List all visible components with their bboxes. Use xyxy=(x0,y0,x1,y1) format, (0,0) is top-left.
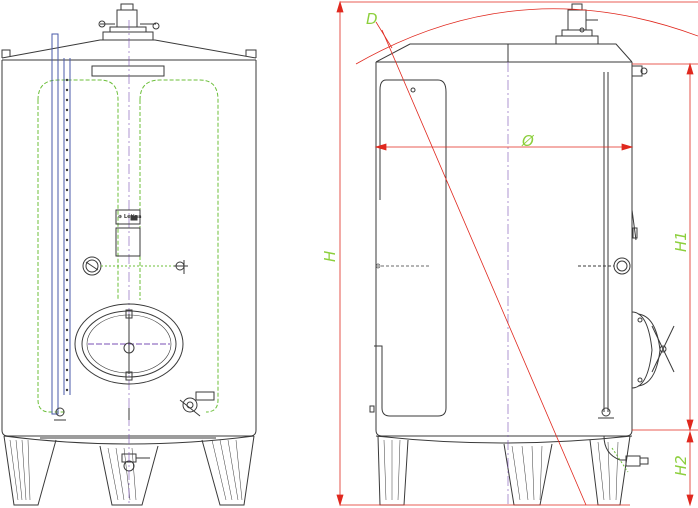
brand-plate-text: ⊕ Letina xyxy=(118,214,142,220)
front-leg-right xyxy=(201,435,255,506)
front-roof-lug-left xyxy=(1,49,11,58)
side-lug-hole xyxy=(640,67,648,75)
side-leg-middle xyxy=(503,443,553,506)
front-leg-middle xyxy=(99,445,159,506)
dim-h2-label: H2 xyxy=(672,455,690,476)
dim-diagonal-label: D xyxy=(366,10,378,28)
side-tank-roof xyxy=(375,43,633,63)
side-tank-shell xyxy=(375,62,633,437)
dim-diameter-label: Ø xyxy=(521,132,535,150)
front-level-gauge xyxy=(51,33,71,415)
side-view xyxy=(369,3,675,506)
front-oval-manhole xyxy=(74,303,184,385)
side-bottom-cone xyxy=(375,435,633,444)
dimension-lines xyxy=(336,0,698,507)
dim-diagonal-line xyxy=(381,29,587,506)
side-bottom-outlet xyxy=(603,435,649,473)
front-name-bracket xyxy=(91,65,165,77)
side-cooling-door xyxy=(374,79,447,417)
dim-height-label: H xyxy=(321,251,339,262)
side-top-manhole xyxy=(555,3,599,45)
side-outlet-stub xyxy=(369,405,375,413)
front-gauge-valve xyxy=(54,407,66,421)
front-cooling-jackets xyxy=(37,79,219,413)
front-leg-hatching xyxy=(9,439,243,501)
front-top-manhole xyxy=(98,3,160,41)
front-drain-valve xyxy=(179,391,215,417)
front-leg-left xyxy=(3,435,57,506)
side-manhole-door xyxy=(631,311,675,389)
front-view: ⊕ Letina xyxy=(1,3,257,506)
side-leg-hatching xyxy=(383,439,619,501)
side-chain-level xyxy=(375,263,430,269)
front-roof-lug-right xyxy=(245,49,257,58)
front-sample-valve xyxy=(174,260,188,274)
side-thermometer xyxy=(578,209,638,275)
front-name-plate xyxy=(115,209,141,257)
front-level-gauge-marks xyxy=(65,78,69,392)
front-thermometer xyxy=(82,256,176,276)
side-level-gauge xyxy=(598,72,614,419)
side-leg-left xyxy=(377,435,409,506)
dim-h1-label: H1 xyxy=(672,231,690,252)
dim-diagonal-arc xyxy=(355,8,698,65)
